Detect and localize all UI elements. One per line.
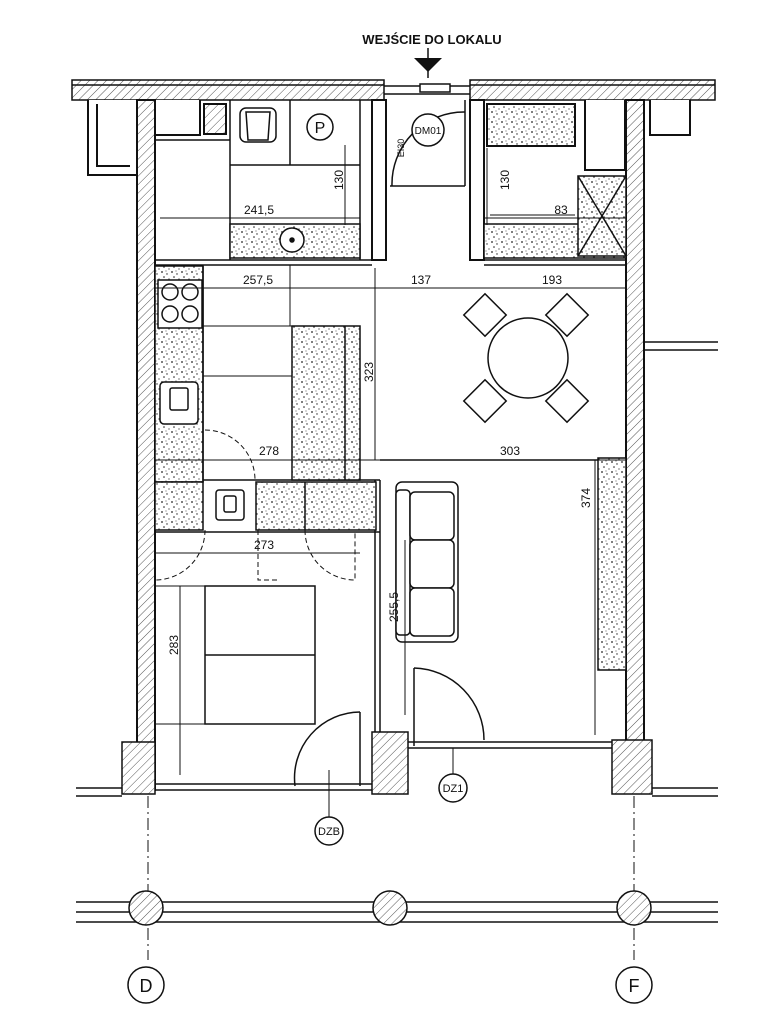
axis-f-label: F [629, 976, 640, 996]
dim-kitchen-lower-width: 278 [259, 444, 279, 458]
dim-kitchen-width: 257,5 [243, 273, 273, 287]
dim-bedroom-width: 273 [254, 538, 274, 552]
bedroom-window-label: DZB [318, 826, 340, 838]
dim-living-width: 303 [500, 444, 520, 458]
dzb-tag [314, 816, 344, 846]
kitchen-door-swings [154, 429, 356, 581]
dim-wardrobe-height: 130 [498, 170, 512, 190]
sofa [395, 481, 459, 643]
bedroom-balcony-door[interactable] [293, 711, 361, 787]
entry-door[interactable] [390, 83, 466, 187]
bed [155, 585, 316, 725]
entrance-arrow [414, 48, 442, 78]
top-columns [87, 100, 691, 176]
entry-door-label: DM01 [415, 126, 442, 137]
window-leaders [328, 748, 454, 818]
dim-hall-height: 255,5 [387, 592, 401, 622]
axis-d-label: D [140, 976, 153, 996]
dim-corridor-width: 137 [411, 273, 431, 287]
wc-fixtures [229, 107, 361, 259]
dining-table [462, 292, 590, 424]
parking-symbol: P [315, 120, 326, 137]
dim-wc-width: 241,5 [244, 203, 274, 217]
axis-d-tag [127, 966, 165, 1004]
dim-bedroom-height: 283 [167, 635, 181, 655]
dimension-lines [155, 145, 626, 775]
entrance-label: WEJŚCIE DO LOKALU [362, 32, 501, 47]
living-window-label: DZ1 [443, 783, 464, 795]
tv-cabinet [597, 457, 627, 671]
bottom-wall [76, 341, 718, 797]
structural-grid [76, 796, 718, 960]
dz1-tag [438, 773, 468, 803]
fire-rating-label: EI30 [396, 139, 406, 158]
dim-wardrobe-width: 83 [554, 203, 568, 217]
kitchen-counter [154, 265, 377, 531]
top-wall [71, 79, 716, 101]
exterior-walls [136, 99, 645, 791]
axis-f-tag [615, 966, 653, 1004]
dim-living-height: 374 [579, 488, 593, 508]
wardrobe [483, 175, 627, 259]
living-balcony-door[interactable] [413, 667, 485, 746]
dim-dining-width: 193 [542, 273, 562, 287]
dim-wc-height: 130 [332, 170, 346, 190]
dim-kitchen-height: 323 [362, 362, 376, 382]
